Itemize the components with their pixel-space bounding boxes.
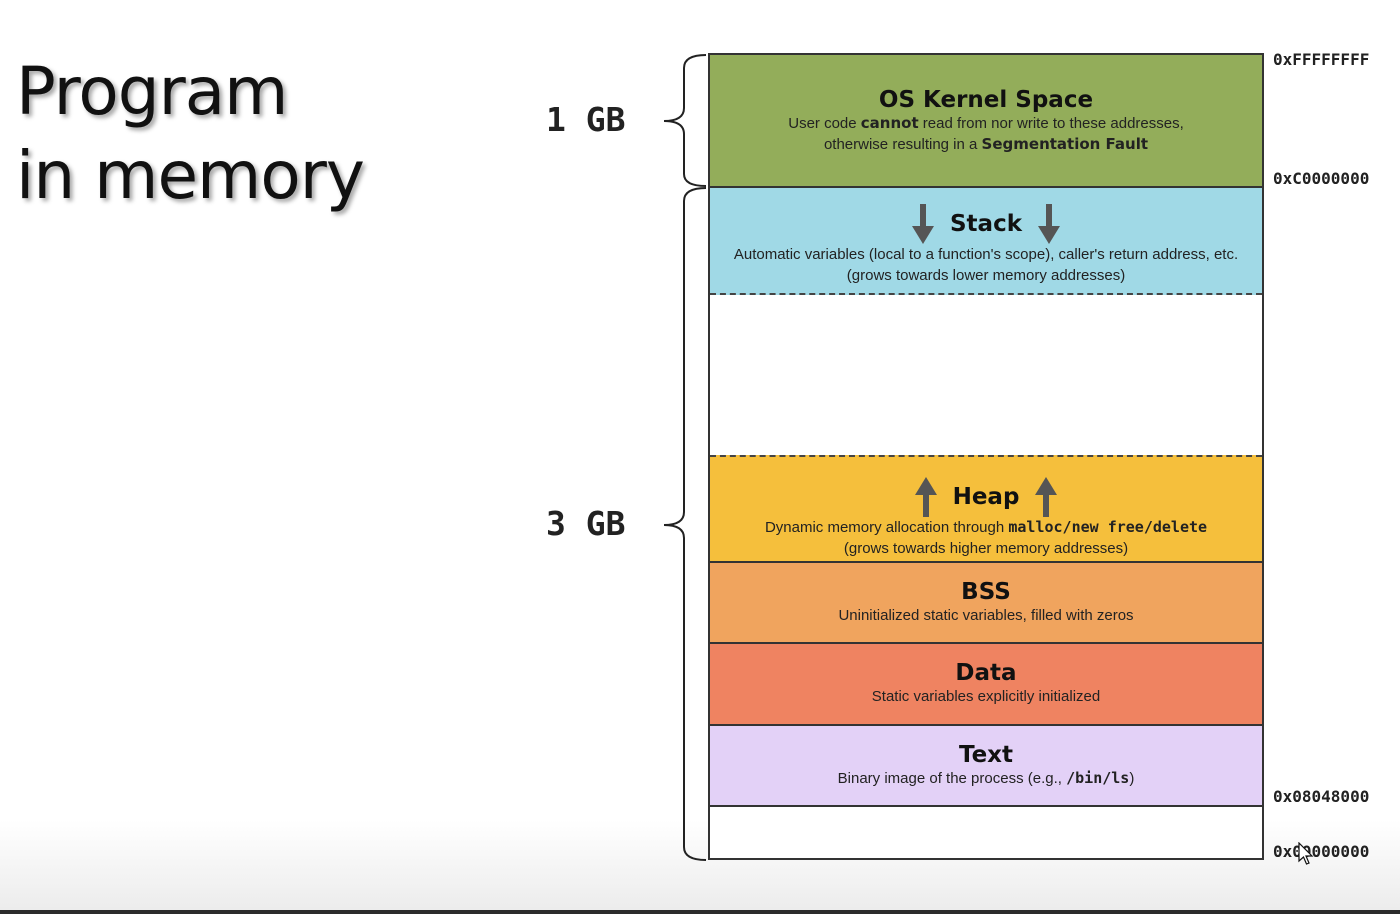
arrow-down-icon	[1038, 204, 1060, 244]
kernel-segment-desc-2: otherwise resulting in a Segmentation Fa…	[823, 135, 1149, 153]
user-range-bracket	[663, 187, 707, 861]
arrow-up-icon	[1035, 477, 1058, 517]
address-text-start: 0x08048000	[1273, 787, 1370, 806]
bss-segment-desc: Uninitialized static variables, filled w…	[838, 607, 1134, 624]
slide-title: Program in memory	[16, 50, 365, 218]
address-top: 0xFFFFFFFF	[1273, 50, 1370, 69]
user-size-label: 3 GB	[546, 504, 626, 543]
title-line-1: Program	[16, 53, 288, 130]
arrow-up-icon	[914, 477, 937, 517]
heap-segment: Heap Dynamic memory allocation through m…	[710, 455, 1262, 563]
stack-segment-desc-2: (grows towards lower memory addresses)	[846, 267, 1126, 284]
address-bottom: 0x00000000	[1273, 842, 1370, 861]
heap-segment-desc-2: (grows towards higher memory addresses)	[843, 540, 1129, 557]
arrow-down-icon	[911, 204, 934, 244]
text-segment-desc: Binary image of the process (e.g., /bin/…	[837, 769, 1135, 787]
stack-segment-name: Stack	[949, 211, 1022, 237]
data-segment: Data Static variables explicitly initial…	[710, 644, 1262, 726]
text-segment-name: Text	[958, 742, 1014, 768]
kernel-segment: OS Kernel Space User code cannot read fr…	[710, 55, 1262, 188]
slide-bottom-bar	[0, 910, 1400, 914]
text-segment: Text Binary image of the process (e.g., …	[710, 726, 1262, 807]
kernel-range-bracket	[663, 54, 707, 187]
title-line-2: in memory	[16, 137, 365, 214]
address-kernel-start: 0xC0000000	[1273, 169, 1370, 188]
bss-segment-name: BSS	[961, 579, 1011, 605]
bss-segment: BSS Uninitialized static variables, fill…	[710, 563, 1262, 644]
data-segment-name: Data	[955, 660, 1017, 686]
kernel-segment-name: OS Kernel Space	[878, 87, 1094, 113]
data-segment-desc: Static variables explicitly initialized	[871, 688, 1101, 705]
heap-segment-name: Heap	[952, 484, 1020, 510]
stack-segment-desc-1: Automatic variables (local to a function…	[733, 246, 1239, 263]
mouse-cursor-icon	[1298, 842, 1314, 865]
memory-layout: OS Kernel Space User code cannot read fr…	[708, 53, 1264, 860]
heap-segment-desc-1: Dynamic memory allocation through malloc…	[764, 518, 1208, 536]
kernel-segment-desc-1: User code cannot read from nor write to …	[788, 114, 1184, 132]
stack-segment: Stack Automatic variables (local to a fu…	[710, 188, 1262, 295]
kernel-size-label: 1 GB	[546, 100, 626, 139]
